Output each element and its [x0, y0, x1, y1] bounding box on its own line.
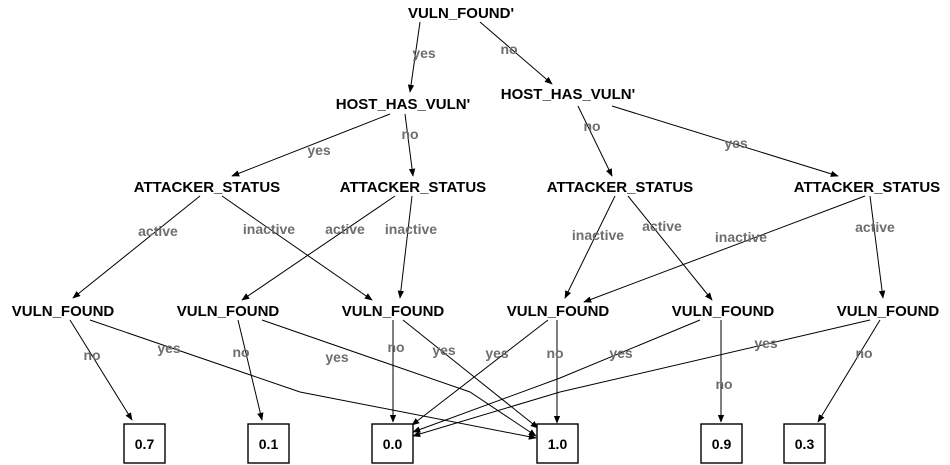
label-a1-active: active [138, 223, 178, 239]
node-vuln-found-3: VULN_FOUND [342, 303, 445, 320]
node-attacker-1: ATTACKER_STATUS [134, 179, 280, 196]
edge-a2-active [241, 195, 396, 301]
edge-hl-yes [231, 113, 391, 177]
edge-v5-yes [412, 319, 701, 433]
edge-hr-no [577, 105, 613, 177]
node-attacker-4: ATTACKER_STATUS [794, 179, 940, 196]
leaf-label-0-7: 0.7 [135, 436, 155, 452]
label-a4-active: active [855, 219, 895, 235]
label-a3-inactive: inactive [572, 227, 624, 243]
label-v3-no: no [387, 339, 404, 355]
node-attacker-3: ATTACKER_STATUS [547, 179, 693, 196]
edge-root-yes [407, 21, 421, 93]
node-host-left: HOST_HAS_VULN' [336, 96, 470, 113]
leaf-label-1-0: 1.0 [548, 436, 568, 452]
leaf-label-0-0: 0.0 [383, 436, 403, 452]
edge-v3-yes [402, 319, 539, 429]
edge-a1-inactive [221, 195, 373, 301]
leaf-0-0: 0.0 [371, 423, 414, 464]
label-v1-yes: yes [157, 340, 181, 356]
edge-v6-yes [412, 319, 871, 438]
label-v4-no: no [546, 345, 563, 361]
edge-root-no [479, 21, 553, 85]
leaf-1-0: 1.0 [536, 423, 579, 464]
node-root: VULN_FOUND' [408, 5, 514, 22]
leaf-0-9: 0.9 [700, 423, 743, 464]
label-hl-no: no [401, 126, 418, 142]
label-v5-yes: yes [609, 345, 633, 361]
node-vuln-found-4: VULN_FOUND [507, 303, 610, 320]
leaf-label-0-1: 0.1 [259, 436, 279, 452]
label-v4-yes: yes [485, 345, 509, 361]
node-attacker-2: ATTACKER_STATUS [340, 179, 486, 196]
edge-a2-inactive [397, 195, 413, 299]
label-v1-no: no [83, 347, 100, 363]
edge-hl-no [404, 113, 416, 177]
label-v3-yes: yes [432, 342, 456, 358]
edge-a4-active [869, 195, 886, 299]
label-a3-active: active [642, 218, 682, 234]
label-a4-inactive: inactive [715, 229, 767, 245]
edge-a1-active [72, 195, 201, 299]
leaf-0-7: 0.7 [123, 423, 166, 464]
node-vuln-found-5: VULN_FOUND [672, 303, 775, 320]
label-root-yes: yes [412, 45, 436, 61]
edge-hr-yes [611, 105, 839, 177]
leaf-0-3: 0.3 [783, 423, 826, 464]
label-v5-no: no [715, 376, 732, 392]
edge-a4-inactive [583, 195, 866, 303]
label-hr-yes: yes [724, 135, 748, 151]
edge-a3-inactive [564, 195, 616, 299]
leaf-label-0-9: 0.9 [712, 436, 732, 452]
edge-v2-no [237, 319, 264, 421]
label-a1-inactive: inactive [243, 221, 295, 237]
label-a2-inactive: inactive [385, 221, 437, 237]
node-vuln-found-2: VULN_FOUND [177, 303, 280, 320]
node-host-right: HOST_HAS_VULN' [501, 86, 635, 103]
label-hr-no: no [583, 118, 600, 134]
node-vuln-found-6: VULN_FOUND [837, 303, 940, 320]
label-v6-yes: yes [754, 335, 778, 351]
label-v6-no: no [855, 345, 872, 361]
leaf-0-1: 0.1 [247, 423, 290, 464]
edge-v1-no [69, 319, 133, 421]
leaf-label-0-3: 0.3 [795, 436, 815, 452]
edge-v2-yes [261, 319, 537, 437]
node-vuln-found-1: VULN_FOUND [12, 303, 115, 320]
label-v2-no: no [232, 344, 249, 360]
label-v2-yes: yes [325, 349, 349, 365]
edge-v6-no [817, 319, 881, 423]
label-a2-active: active [325, 221, 365, 237]
edge-v4-yes [411, 319, 549, 426]
edge-a3-active [627, 195, 713, 301]
label-root-no: no [500, 41, 517, 57]
label-hl-yes: yes [307, 142, 331, 158]
